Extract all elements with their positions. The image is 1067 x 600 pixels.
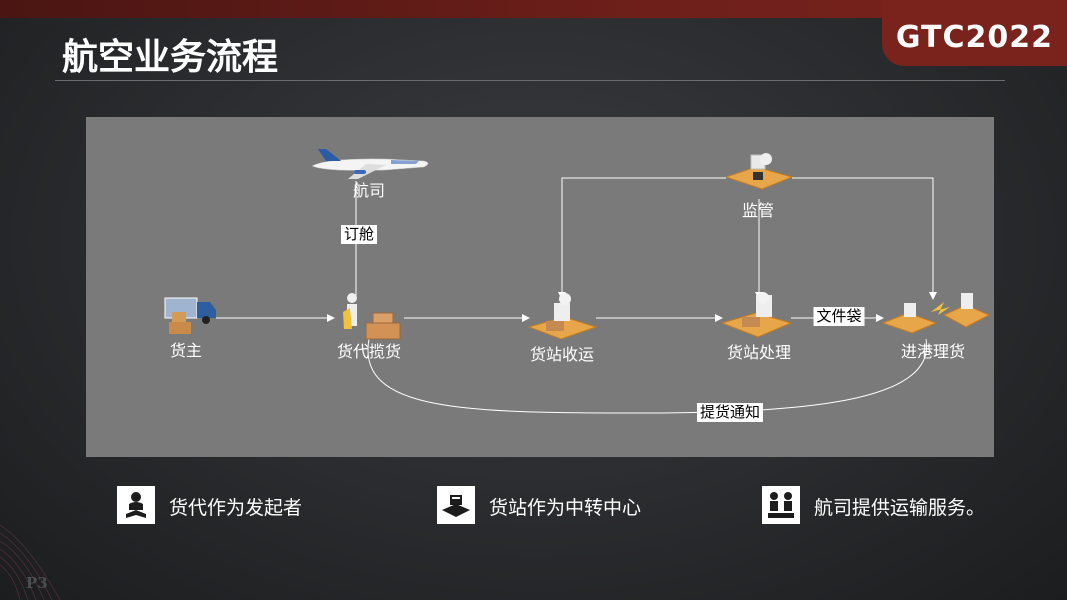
cargo-receive-icon — [529, 293, 596, 339]
forwarder-icon — [343, 293, 400, 339]
edge-label-pickup-notice: 提货通知 — [697, 403, 763, 422]
edge-label-booking: 订舱 — [341, 225, 377, 244]
supervision-desk-icon — [726, 153, 792, 189]
node-airline: 航司 — [353, 177, 385, 201]
cargo-station-icon — [437, 486, 475, 524]
node-station-process: 货站处理 — [727, 339, 791, 363]
node-forwarder: 货代揽货 — [337, 338, 401, 362]
reading-person-icon — [117, 486, 155, 524]
team-icon — [762, 486, 800, 524]
page-title: 航空业务流程 — [62, 28, 278, 80]
connector-lines — [216, 178, 933, 413]
brand-logo: GTC2022 — [896, 20, 1053, 55]
feature-text: 航司提供运输服务。 — [814, 493, 985, 520]
feature-text: 货站作为中转中心 — [489, 493, 641, 520]
edge-pickup-notice — [368, 339, 927, 413]
truck-icon — [165, 298, 216, 334]
brand-tab: GTC2022 — [882, 0, 1067, 66]
cargo-process-icon — [722, 292, 791, 337]
node-station-receive: 货站收运 — [530, 341, 594, 365]
node-import-handling: 进港理货 — [901, 338, 965, 362]
diagram-graphics — [86, 117, 994, 457]
airplane-icon — [312, 149, 428, 179]
edge-supervision-receive — [562, 178, 726, 299]
import-handling-icon — [883, 293, 989, 333]
edge-label-document-bag: 文件袋 — [813, 307, 864, 326]
title-divider — [55, 80, 1005, 81]
node-shipper: 货主 — [170, 337, 202, 361]
workflow-diagram: 航司 监管 货主 货代揽货 货站收运 货站处理 进港理货 订舱 文件袋 提货通知 — [86, 117, 994, 457]
edge-supervision-import — [792, 178, 933, 299]
page-number: P3 — [26, 574, 48, 592]
feature-text: 货代作为发起者 — [169, 493, 302, 520]
node-supervision: 监管 — [742, 197, 774, 221]
